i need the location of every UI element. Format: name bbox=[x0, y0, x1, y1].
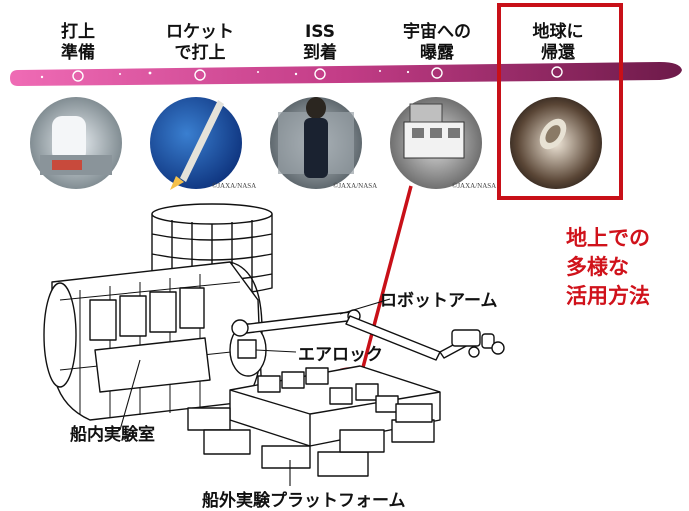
photo-credit: ©JAXA/NASA bbox=[212, 182, 257, 190]
photo-return-to-earth bbox=[510, 97, 602, 189]
timeline-step-label: 打上 準備 bbox=[61, 22, 95, 63]
connector-line bbox=[355, 185, 413, 391]
photo-launch-prep bbox=[30, 97, 122, 189]
photo-iss-arrival bbox=[270, 97, 362, 189]
pressurized-module-label: 船内実験室 bbox=[70, 425, 155, 445]
station-illustration bbox=[43, 203, 505, 477]
timeline-step-label: 宇宙への 曝露 bbox=[403, 22, 471, 63]
exposed-facility-label: 船外実験プラットフォーム bbox=[202, 491, 406, 511]
timeline-markers bbox=[72, 66, 563, 82]
timeline-bar bbox=[10, 62, 682, 86]
robot-arm-label: ロボットアーム bbox=[380, 291, 498, 311]
ground-use-callout: 地上での 多様な 活用方法 bbox=[566, 226, 650, 308]
timeline-step-label: 地球に 帰還 bbox=[532, 22, 584, 63]
timeline-step-label: ロケット で打上 bbox=[166, 22, 234, 63]
photo-rocket-launch bbox=[150, 97, 242, 190]
photo-credit: ©JAXA/NASA bbox=[333, 182, 378, 190]
timeline-step-label: ISS 到着 bbox=[303, 22, 337, 63]
label-leaders bbox=[119, 298, 391, 486]
highlight-box bbox=[497, 3, 623, 200]
photo-space-exposure bbox=[390, 97, 482, 189]
airlock-label: エアロック bbox=[298, 345, 383, 365]
photo-credit: ©JAXA/NASA bbox=[452, 182, 497, 190]
